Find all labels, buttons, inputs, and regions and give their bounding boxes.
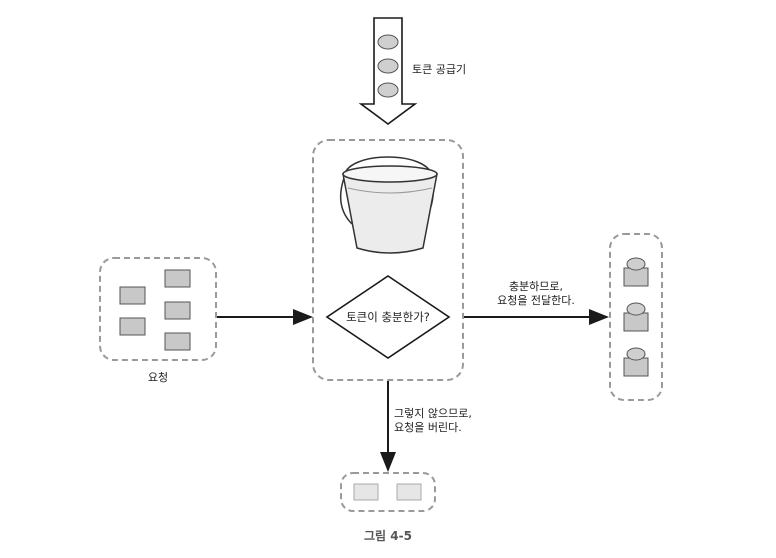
drop-label-line2: 요청을 버린다. xyxy=(394,421,462,434)
forwarded-container xyxy=(609,233,663,401)
dropped-request xyxy=(396,483,422,501)
bucket-container xyxy=(312,139,464,381)
forward-label-line1: 충분하므로, xyxy=(508,280,564,293)
forwarded-request xyxy=(623,302,649,332)
request-block xyxy=(119,286,146,305)
forwarded-request xyxy=(623,257,649,287)
requests-label: 요청 xyxy=(147,371,169,384)
requests-container xyxy=(99,257,217,361)
decision-diamond xyxy=(325,275,451,359)
figure-caption: 그림 4-5 xyxy=(364,529,412,543)
request-block xyxy=(119,317,146,336)
token-icon xyxy=(377,34,399,50)
decision-label: 토큰이 충분한가? xyxy=(346,310,430,324)
request-block xyxy=(164,269,191,288)
token-supplier xyxy=(358,17,418,125)
request-block xyxy=(164,332,191,351)
forward-label-line2: 요청을 전달한다. xyxy=(497,294,575,307)
dropped-container xyxy=(340,472,436,512)
dropped-request xyxy=(353,483,379,501)
bucket-icon xyxy=(339,156,438,254)
token-icon xyxy=(377,82,399,98)
token-supplier-label: 토큰 공급기 xyxy=(412,63,467,76)
request-block xyxy=(164,301,191,320)
token-icon xyxy=(377,58,399,74)
forwarded-request xyxy=(623,347,649,377)
drop-label: 그렇지 않으므로, 요청을 버린다. xyxy=(394,407,472,435)
forward-label: 충분하므로, 요청을 전달한다. xyxy=(470,280,602,308)
drop-label-line1: 그렇지 않으므로, xyxy=(394,407,472,420)
